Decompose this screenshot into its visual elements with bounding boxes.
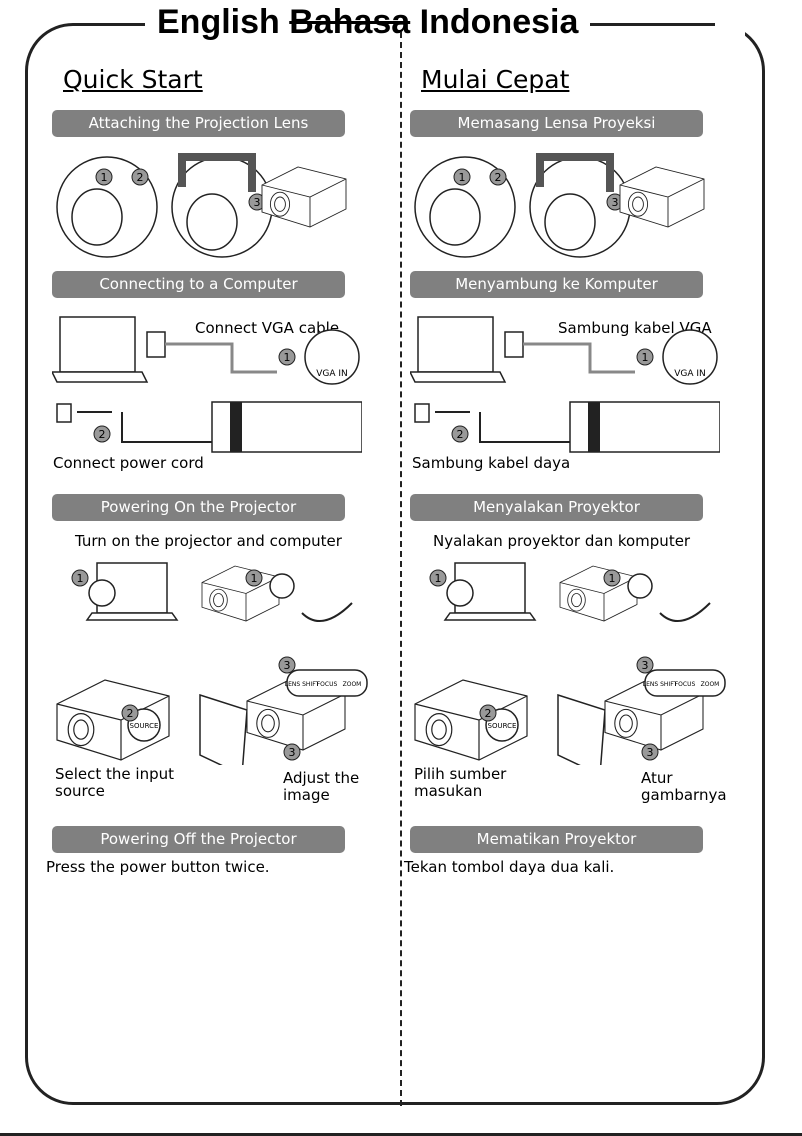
- svg-text:2: 2: [99, 428, 106, 441]
- left-heading: Quick Start: [63, 65, 203, 94]
- caption-power-off-id: Tekan tombol daya dua kali.: [404, 858, 615, 876]
- caption-source-id: Pilih sumber masukan: [414, 765, 507, 800]
- svg-text:1: 1: [251, 572, 258, 585]
- svg-text:1: 1: [642, 351, 649, 364]
- bottom-rule: [0, 1133, 802, 1136]
- svg-text:SOURCE: SOURCE: [488, 722, 517, 730]
- section-bar-power-off: Powering Off the Projector: [52, 826, 345, 853]
- svg-text:FOCUS: FOCUS: [675, 681, 696, 688]
- computer-connection-illustration: 1 VGA IN 2: [50, 312, 363, 461]
- svg-text:2: 2: [485, 707, 492, 720]
- title-indonesia: Indonesia: [419, 3, 579, 41]
- power-on-illustration-id: 1 1: [410, 558, 720, 652]
- svg-text:3: 3: [642, 659, 649, 672]
- svg-text:1: 1: [77, 572, 84, 585]
- lens-attach-illustration-id: 1 2 3: [410, 147, 710, 266]
- svg-text:3: 3: [647, 746, 654, 759]
- svg-text:2: 2: [457, 428, 464, 441]
- svg-text:2: 2: [137, 171, 144, 184]
- caption-adjust-id: Atur gambarnya: [641, 769, 727, 804]
- caption-power-off: Press the power button twice.: [46, 858, 270, 876]
- svg-text:1: 1: [101, 171, 108, 184]
- caption-source: Select the input source: [55, 765, 175, 800]
- svg-text:3: 3: [284, 659, 291, 672]
- svg-text:LENS SHIFT: LENS SHIFT: [285, 681, 320, 688]
- svg-text:3: 3: [289, 746, 296, 759]
- svg-text:3: 3: [612, 196, 619, 209]
- caption-adjust: Adjust the image: [283, 769, 360, 804]
- section-bar-computer: Connecting to a Computer: [52, 271, 345, 298]
- svg-text:1: 1: [609, 572, 616, 585]
- section-bar-computer-id: Menyambung ke Komputer: [410, 271, 703, 298]
- svg-text:ZOOM: ZOOM: [701, 681, 720, 688]
- section-bar-lens-id: Memasang Lensa Proyeksi: [410, 110, 703, 137]
- caption-power-id: Sambung kabel daya: [412, 454, 571, 472]
- svg-text:ZOOM: ZOOM: [343, 681, 362, 688]
- caption-vga: Connect VGA cable: [195, 319, 340, 337]
- svg-text:3: 3: [254, 196, 261, 209]
- section-bar-lens: Attaching the Projection Lens: [52, 110, 345, 137]
- svg-text:VGA IN: VGA IN: [316, 369, 348, 379]
- svg-text:2: 2: [495, 171, 502, 184]
- power-on-illustration: 1 1: [52, 558, 362, 652]
- svg-text:SOURCE: SOURCE: [130, 722, 159, 730]
- svg-text:VGA IN: VGA IN: [674, 369, 706, 379]
- svg-text:LENS SHIFT: LENS SHIFT: [643, 681, 678, 688]
- title-bahasa: Bahasa: [289, 3, 411, 41]
- svg-text:FOCUS: FOCUS: [317, 681, 338, 688]
- select-adjust-illustration-id: SOURCE 2 LENS SHIFT FOCUS ZOOM 3 3: [410, 655, 730, 777]
- caption-vga-id: Sambung kabel VGA: [558, 319, 712, 337]
- section-bar-power-on-id: Menyalakan Proyektor: [410, 494, 703, 521]
- caption-turn-on-id: Nyalakan proyektor dan komputer: [433, 532, 691, 550]
- section-bar-power-off-id: Mematikan Proyektor: [410, 826, 703, 853]
- computer-connection-illustration-id: 1 VGA IN 2: [408, 312, 721, 461]
- column-divider: [400, 32, 402, 1106]
- frame-gap: [715, 10, 745, 40]
- svg-text:1: 1: [459, 171, 466, 184]
- language-title: English Bahasa Indonesia: [145, 3, 591, 42]
- caption-power: Connect power cord: [53, 454, 204, 472]
- svg-text:2: 2: [127, 707, 134, 720]
- lens-attach-illustration: 1 2 3: [52, 147, 352, 266]
- select-adjust-illustration: SOURCE 2 LENS SHIFT FOCUS ZOOM 3 3: [52, 655, 372, 777]
- right-heading: Mulai Cepat: [421, 65, 570, 94]
- section-bar-power-on: Powering On the Projector: [52, 494, 345, 521]
- svg-text:1: 1: [435, 572, 442, 585]
- svg-text:1: 1: [284, 351, 291, 364]
- title-english: English: [157, 3, 280, 41]
- caption-turn-on: Turn on the projector and computer: [75, 532, 342, 550]
